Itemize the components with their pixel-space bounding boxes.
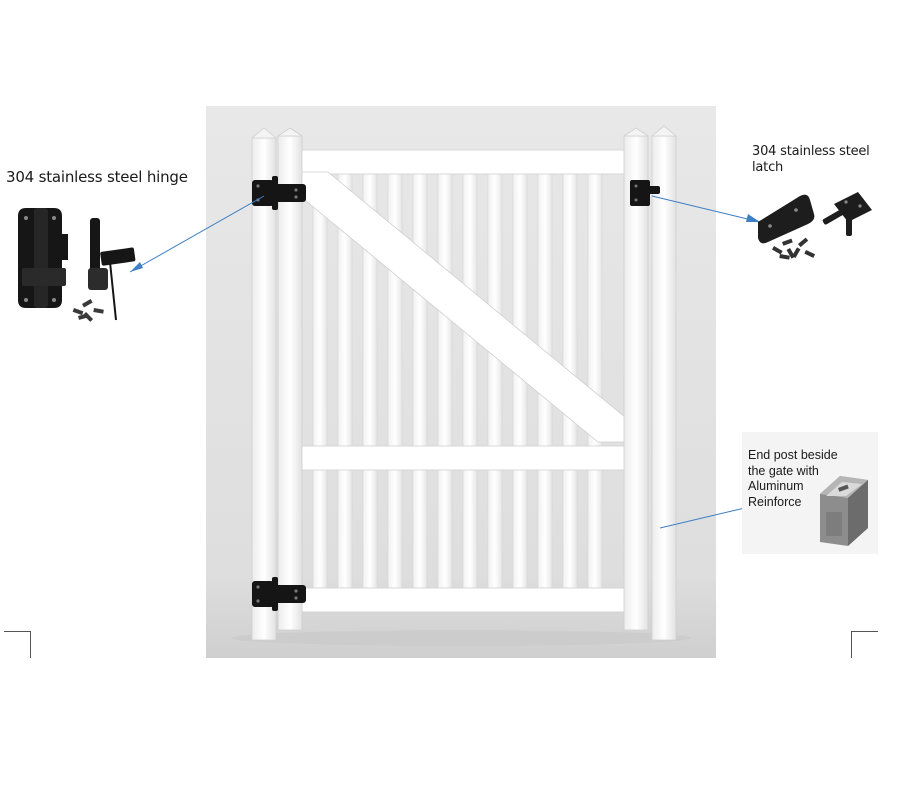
- gate-latch: [630, 180, 660, 206]
- hinge-hardware-icon: [18, 208, 136, 322]
- latch-label: 304 stainless steel latch: [752, 144, 870, 176]
- gate-latch-stile-cap: [622, 127, 650, 137]
- end-post: [651, 135, 677, 641]
- crop-mark-left: [4, 631, 31, 658]
- gate-latch-stile: [623, 135, 649, 631]
- end-post-cap: [650, 125, 678, 137]
- latch-hardware-icon: [758, 192, 872, 260]
- hinge-photo: [8, 204, 140, 326]
- gate-hinge-stile: [277, 135, 303, 631]
- latch-leader-arrowhead: [746, 214, 760, 222]
- gate-hinge-stile-cap: [276, 127, 304, 137]
- gate-photo: [206, 106, 716, 658]
- middle-rail: [299, 445, 627, 471]
- aluminum-reinforce-icon: [820, 476, 868, 546]
- bottom-rail: [299, 587, 627, 613]
- hinge-post: [251, 137, 277, 641]
- lower-hinge: [252, 577, 306, 611]
- crop-mark-right: [851, 631, 878, 658]
- gate-illustration: [206, 106, 716, 658]
- endpost-photo: [742, 432, 878, 554]
- hinge-post-cap: [250, 127, 278, 139]
- ground-shadow: [231, 630, 691, 646]
- latch-photo: [750, 186, 880, 268]
- hinge-label: 304 stainless steel hinge: [6, 168, 188, 186]
- end-post-label: End post beside the gate with Aluminum R…: [748, 448, 838, 509]
- latch-leader-line: [651, 195, 761, 223]
- top-rail: [299, 149, 627, 175]
- hinge-leader-arrowhead: [130, 262, 143, 272]
- hinge-leader-line: [129, 195, 265, 273]
